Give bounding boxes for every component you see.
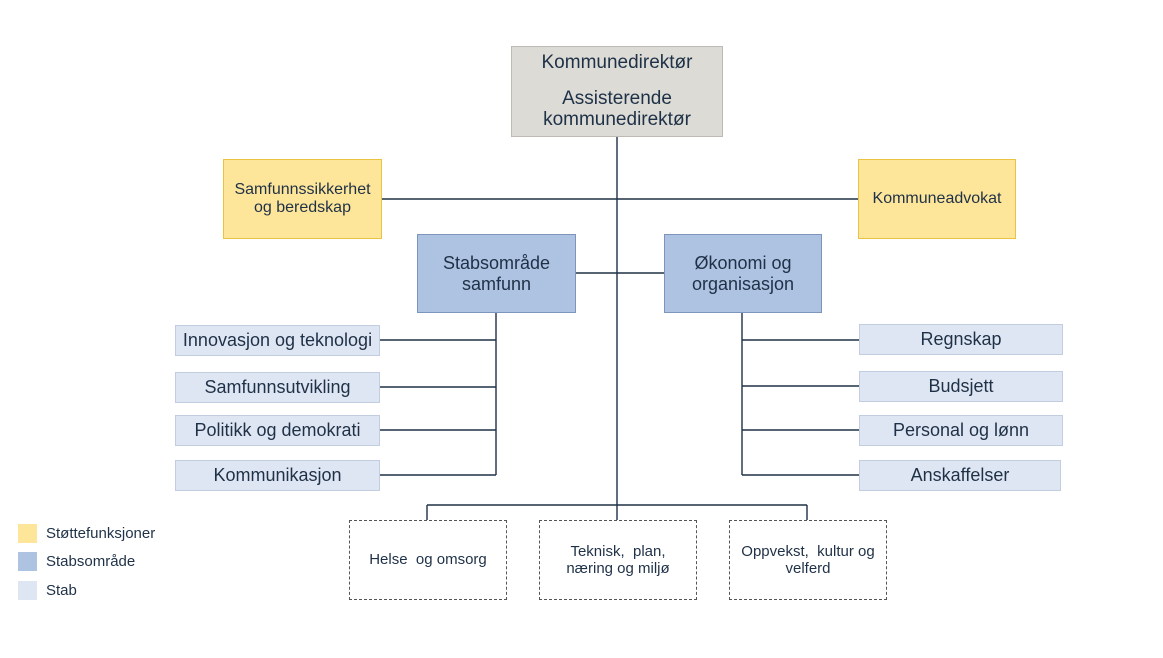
- legend-label: Stab: [46, 582, 77, 599]
- staff-label: Personal og lønn: [892, 420, 1030, 441]
- staff-box-left: Samfunnsutvikling: [175, 372, 380, 403]
- legend-item-stab: Stab: [18, 581, 77, 600]
- support-box-kommuneadvokat: Kommuneadvokat: [858, 159, 1016, 239]
- staff-label: Kommunikasjon: [213, 465, 342, 486]
- sector-label: Teknisk, plan, næring og miljø: [566, 542, 670, 577]
- legend-swatch: [18, 552, 37, 571]
- staff-box-left: Politikk og demokrati: [175, 415, 380, 446]
- staff-label: Politikk og demokrati: [194, 420, 361, 441]
- director-box: Kommunedirektør Assisterende kommunedire…: [511, 46, 723, 137]
- support-box-label: Samfunnssikkerhet og beredskap: [234, 180, 371, 216]
- sector-box-oppvekst: Oppvekst, kultur og velferd: [729, 520, 887, 600]
- staff-area-box-samfunn: Stabsområde samfunn: [417, 234, 576, 313]
- staff-label: Samfunnsutvikling: [204, 377, 351, 398]
- staff-box-left: Innovasjon og teknologi: [175, 325, 380, 356]
- staff-label: Regnskap: [920, 329, 1002, 350]
- legend-swatch: [18, 524, 37, 543]
- sector-box-teknisk: Teknisk, plan, næring og miljø: [539, 520, 697, 600]
- staff-box-right: Regnskap: [859, 324, 1063, 355]
- support-box-samfunnssikkerhet: Samfunnssikkerhet og beredskap: [223, 159, 382, 239]
- staff-area-box-okonomi: Økonomi og organisasjon: [664, 234, 822, 313]
- staff-box-right: Budsjett: [859, 371, 1063, 402]
- staff-box-right: Personal og lønn: [859, 415, 1063, 446]
- staff-box-left: Kommunikasjon: [175, 460, 380, 491]
- director-title: Kommunedirektør: [541, 51, 693, 73]
- sector-box-helse: Helse og omsorg: [349, 520, 507, 600]
- sector-label: Oppvekst, kultur og velferd: [741, 542, 879, 577]
- legend-item-stottefunksjoner: Støttefunksjoner: [18, 524, 155, 543]
- legend-item-stabsomrade: Stabsområde: [18, 552, 135, 571]
- staff-area-label: Stabsområde samfunn: [442, 252, 551, 294]
- staff-box-right: Anskaffelser: [859, 460, 1061, 491]
- legend-label: Stabsområde: [46, 553, 136, 570]
- staff-area-label: Økonomi og organisasjon: [691, 252, 795, 294]
- staff-label: Anskaffelser: [910, 465, 1010, 486]
- legend-swatch: [18, 581, 37, 600]
- sector-label: Helse og omsorg: [369, 551, 487, 569]
- legend-label: Støttefunksjoner: [46, 525, 156, 542]
- assistant-director-title: Assisterende kommunedirektør: [543, 87, 691, 131]
- staff-label: Innovasjon og teknologi: [182, 330, 373, 351]
- support-box-label: Kommuneadvokat: [872, 189, 1002, 207]
- staff-label: Budsjett: [928, 376, 994, 397]
